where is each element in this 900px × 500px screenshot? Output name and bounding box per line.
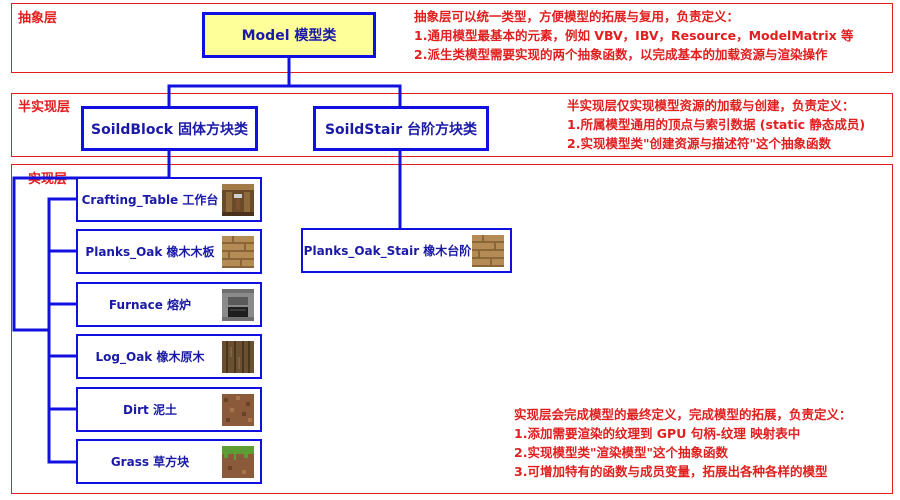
abstract-layer-frame [11, 3, 893, 73]
furnace-label: Furnace 熔炉 [108, 298, 192, 312]
crafting-table-node: Crafting_Table 工作台 [76, 177, 262, 222]
model-class-node: Model 模型类 [202, 12, 376, 58]
impl-note-line: 2.实现模型类"渲染模型"这个抽象函数 [514, 445, 728, 460]
oak-log-icon [222, 340, 254, 373]
log-oak-label: Log_Oak 橡木原木 [95, 350, 205, 364]
furnace-icon [222, 288, 254, 321]
impl-note-line: 1.添加需要渲染的纹理到 GPU 句柄-纹理 映射表中 [514, 426, 801, 441]
impl-note-line: 实现层会完成模型的最终定义，完成模型的拓展，负责定义： [514, 407, 852, 422]
dirt-icon [222, 393, 254, 426]
dirt-label: Dirt 泥土 [123, 403, 177, 417]
semi-layer-frame [11, 93, 893, 157]
semi-layer-label: 半实现层 [18, 100, 71, 115]
furnace-node: Furnace 熔炉 [76, 282, 262, 327]
impl-layer-frame [11, 164, 893, 494]
semi-note-line: 2.实现模型类"创建资源与描述符"这个抽象函数 [567, 136, 831, 151]
impl-note-line: 3.可增加特有的函数与成员变量，拓展出各种各样的模型 [514, 464, 828, 479]
planks-oak-stair-node: Planks_Oak_Stair 橡木台阶 [301, 228, 512, 273]
oak-planks-icon [222, 235, 254, 268]
planks-oak-stair-label: Planks_Oak_Stair 橡木台阶 [303, 244, 472, 258]
log-oak-node: Log_Oak 橡木原木 [76, 334, 262, 379]
abstract-note-line: 抽象层可以统一类型，方便模型的拓展与复用，负责定义： [414, 9, 740, 24]
semi-note-line: 半实现层仅实现模型资源的加载与创建，负责定义： [567, 98, 855, 113]
abstract-layer-label: 抽象层 [18, 11, 58, 26]
grass-label: Grass 草方块 [110, 455, 190, 469]
solid-stair-class-node: SoildStair 台阶方块类 [313, 106, 489, 151]
planks-oak-node: Planks_Oak 橡木木板 [76, 229, 262, 274]
oak-planks-icon [472, 234, 504, 267]
dirt-node: Dirt 泥土 [76, 387, 262, 432]
solid-block-class-label: SoildBlock 固体方块类 [91, 121, 248, 138]
planks-oak-label: Planks_Oak 橡木木板 [85, 245, 215, 259]
impl-layer-notes: 实现层会完成模型的最终定义，完成模型的拓展，负责定义： 1.添加需要渲染的纹理到… [514, 405, 852, 481]
grass-block-icon [222, 445, 254, 478]
crafting-table-label: Crafting_Table 工作台 [81, 193, 219, 207]
semi-note-line: 1.所属模型通用的顶点与索引数据 (static 静态成员) [567, 117, 866, 132]
abstract-note-line: 2.派生类模型需要实现的两个抽象函数，以完成基本的加载资源与渲染操作 [414, 47, 828, 62]
grass-node: Grass 草方块 [76, 439, 262, 484]
solid-block-class-node: SoildBlock 固体方块类 [81, 106, 258, 151]
abstract-layer-notes: 抽象层可以统一类型，方便模型的拓展与复用，负责定义： 1.通用模型最基本的元素，… [414, 7, 854, 64]
semi-layer-notes: 半实现层仅实现模型资源的加载与创建，负责定义： 1.所属模型通用的顶点与索引数据… [567, 96, 865, 153]
abstract-note-line: 1.通用模型最基本的元素，例如 VBV，IBV，Resource，ModelMa… [414, 28, 854, 43]
solid-stair-class-label: SoildStair 台阶方块类 [324, 121, 478, 138]
crafting-table-icon [222, 183, 254, 216]
model-class-label: Model 模型类 [241, 28, 337, 44]
